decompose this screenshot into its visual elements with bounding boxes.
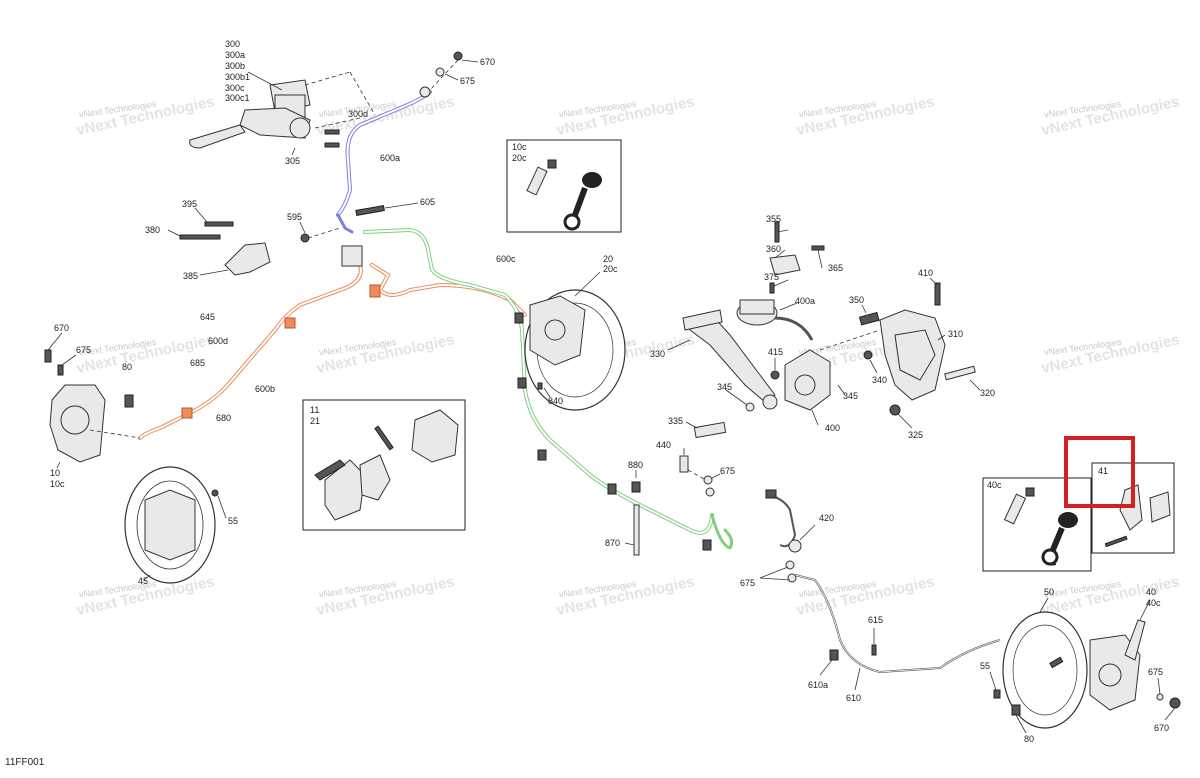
label-380: 380 bbox=[145, 225, 160, 235]
label-80-rear: 80 bbox=[1024, 734, 1034, 744]
svg-text:11: 11 bbox=[310, 405, 319, 415]
label-675: 675 bbox=[460, 76, 475, 86]
label-400a: 400a bbox=[795, 296, 815, 306]
rear-hard-line bbox=[794, 574, 1001, 674]
label-605: 605 bbox=[420, 197, 435, 207]
svg-text:20c: 20c bbox=[512, 153, 527, 163]
label-300a: 300a bbox=[225, 50, 245, 60]
label-10c: 10c bbox=[50, 479, 65, 489]
label-880: 880 bbox=[628, 460, 643, 470]
label-600d: 600d bbox=[208, 336, 228, 346]
label-395: 395 bbox=[182, 199, 197, 209]
label-340: 340 bbox=[872, 375, 887, 385]
label-670-left: 670 bbox=[54, 323, 69, 333]
front-master-cylinder bbox=[189, 71, 376, 156]
front-right-caliper-and-disc bbox=[524, 271, 626, 411]
label-410: 410 bbox=[918, 268, 933, 278]
part-labels: 300 300a 300b 300b1 300c 300c1 305 300d … bbox=[50, 39, 1169, 744]
inset-caliper-kit-front: 10c 20c bbox=[506, 139, 622, 233]
inset-caliper-kit-rear: 40c bbox=[982, 477, 1092, 572]
inset-brake-pads-front: 11 21 bbox=[302, 399, 466, 531]
figure-code: 11FF001 bbox=[5, 757, 45, 768]
label-45: 45 bbox=[138, 576, 148, 586]
label-675-switch: 675 bbox=[720, 466, 735, 476]
label-50: 50 bbox=[1044, 587, 1054, 597]
svg-text:10c: 10c bbox=[512, 142, 527, 152]
label-670-rear: 670 bbox=[1154, 723, 1169, 733]
label-595: 595 bbox=[287, 212, 302, 222]
pedal-mounting-bracket bbox=[819, 277, 981, 429]
label-610: 610 bbox=[846, 693, 861, 703]
label-840: 840 bbox=[548, 396, 563, 406]
label-385: 385 bbox=[183, 271, 198, 281]
rear-sensor-and-fittings bbox=[759, 489, 877, 691]
label-600a: 600a bbox=[380, 153, 400, 163]
label-345-right: 345 bbox=[843, 391, 858, 401]
label-360: 360 bbox=[766, 244, 781, 254]
label-310: 310 bbox=[948, 329, 963, 339]
label-330: 330 bbox=[650, 349, 665, 359]
label-335: 335 bbox=[668, 416, 683, 426]
rear-brake-line bbox=[363, 227, 734, 550]
label-610a: 610a bbox=[808, 680, 828, 690]
label-600c: 600c bbox=[496, 254, 516, 264]
label-675-caliper: 675 bbox=[1148, 667, 1163, 677]
line-clips bbox=[514, 312, 712, 556]
svg-text:21: 21 bbox=[310, 416, 320, 426]
label-440: 440 bbox=[656, 440, 671, 450]
hose-fittings-top bbox=[419, 51, 479, 98]
label-55-rear: 55 bbox=[980, 661, 990, 671]
label-325: 325 bbox=[908, 430, 923, 440]
label-300: 300 bbox=[225, 39, 240, 49]
label-300c1: 300c1 bbox=[225, 93, 250, 103]
label-400: 400 bbox=[825, 423, 840, 433]
label-675-left: 675 bbox=[76, 345, 91, 355]
label-305: 305 bbox=[285, 156, 300, 166]
label-350: 350 bbox=[849, 295, 864, 305]
label-20c: 20c bbox=[603, 264, 618, 274]
label-300b: 300b bbox=[225, 61, 245, 71]
label-415: 415 bbox=[768, 347, 783, 357]
label-600b: 600b bbox=[255, 384, 275, 394]
label-40c: 40c bbox=[1146, 598, 1161, 608]
rear-caliper-and-disc bbox=[989, 597, 1181, 734]
label-345-left: 345 bbox=[717, 382, 732, 392]
label-680: 680 bbox=[216, 413, 231, 423]
label-40: 40 bbox=[1146, 587, 1156, 597]
brake-light-switch bbox=[679, 448, 721, 497]
label-20: 20 bbox=[603, 254, 613, 264]
brake-junction-block bbox=[299, 202, 419, 267]
front-left-brake-disc bbox=[124, 466, 227, 584]
label-365: 365 bbox=[828, 263, 843, 273]
label-300d: 300d bbox=[348, 109, 368, 119]
label-320: 320 bbox=[980, 388, 995, 398]
label-675-rear: 675 bbox=[740, 578, 755, 588]
label-300c: 300c bbox=[225, 83, 245, 93]
label-375: 375 bbox=[764, 272, 779, 282]
label-355: 355 bbox=[766, 214, 781, 224]
svg-text:40c: 40c bbox=[987, 480, 1002, 490]
svg-text:41: 41 bbox=[1098, 466, 1108, 476]
label-300b1: 300b1 bbox=[225, 72, 250, 82]
front-left-caliper bbox=[44, 332, 141, 469]
label-80-left: 80 bbox=[122, 362, 132, 372]
label-55-left: 55 bbox=[228, 516, 238, 526]
hose-bracket bbox=[167, 207, 271, 276]
rear-brake-pedal-assembly bbox=[667, 221, 880, 439]
label-420: 420 bbox=[819, 513, 834, 523]
label-685: 685 bbox=[190, 358, 205, 368]
front-upper-brake-hose bbox=[336, 90, 432, 234]
label-615: 615 bbox=[868, 615, 883, 625]
label-670: 670 bbox=[480, 57, 495, 67]
highlight-box bbox=[1064, 436, 1135, 508]
label-645: 645 bbox=[200, 312, 215, 322]
label-870: 870 bbox=[605, 538, 620, 548]
label-10: 10 bbox=[50, 468, 60, 478]
